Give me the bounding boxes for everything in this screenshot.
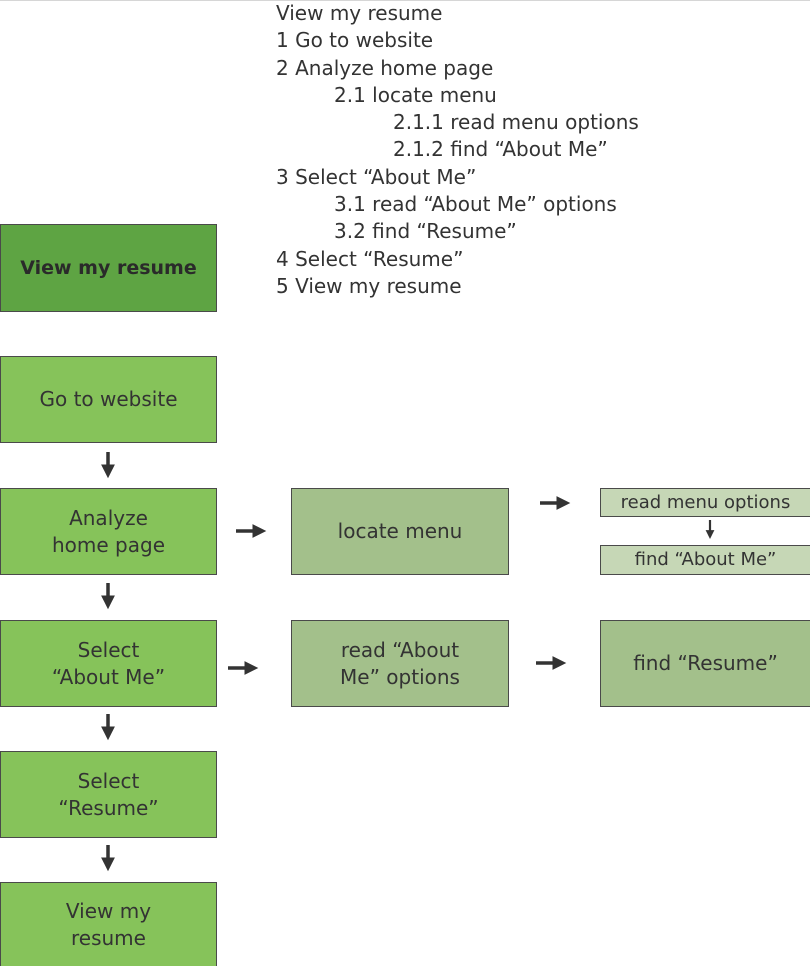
outline-item: 3.1 read “About Me” options — [334, 192, 617, 216]
step-label: View my resume — [65, 898, 152, 950]
leaf-label: find “About Me” — [634, 549, 777, 570]
outline-item: 2 Analyze home page — [276, 56, 494, 80]
outline-item: 1 Go to website — [276, 28, 434, 52]
step-label: Select “About Me” — [51, 637, 166, 689]
outline-item: 2.1.1 read menu options — [393, 110, 639, 134]
substep-label: find “Resume” — [633, 651, 778, 675]
outline-item: 2.1 locate menu — [334, 83, 497, 107]
substep-read-about-me-options: read “About Me” options — [291, 620, 509, 707]
step-view-my-resume: View my resume — [0, 882, 217, 966]
leaf-find-about-me: find “About Me” — [600, 545, 810, 575]
step-go-to-website: Go to website — [0, 356, 217, 443]
substep-label: locate menu — [337, 519, 463, 543]
step-label: Select “Resume” — [58, 768, 159, 820]
root-label: View my resume — [20, 256, 197, 279]
step-select-about-me: Select “About Me” — [0, 620, 217, 707]
outline-item: 2.1.2 find “About Me” — [393, 137, 608, 161]
step-label: Go to website — [39, 387, 178, 411]
step-analyze-home-page: Analyze home page — [0, 488, 217, 575]
leaf-read-menu-options: read menu options — [600, 488, 810, 517]
outline-item: 3.2 find “Resume” — [334, 219, 517, 243]
outline-item: View my resume — [276, 1, 443, 25]
outline-item: 5 View my resume — [276, 274, 462, 298]
outline-item: 4 Select “Resume” — [276, 247, 464, 271]
step-label: Analyze home page — [51, 505, 165, 557]
step-select-resume: Select “Resume” — [0, 751, 217, 838]
substep-label: read “About Me” options — [340, 637, 460, 689]
substep-find-resume: find “Resume” — [600, 620, 810, 707]
outline-item: 3 Select “About Me” — [276, 165, 477, 189]
root-box: View my resume — [0, 224, 217, 312]
substep-locate-menu: locate menu — [291, 488, 509, 575]
top-divider — [0, 0, 810, 1]
leaf-label: read menu options — [620, 491, 791, 513]
